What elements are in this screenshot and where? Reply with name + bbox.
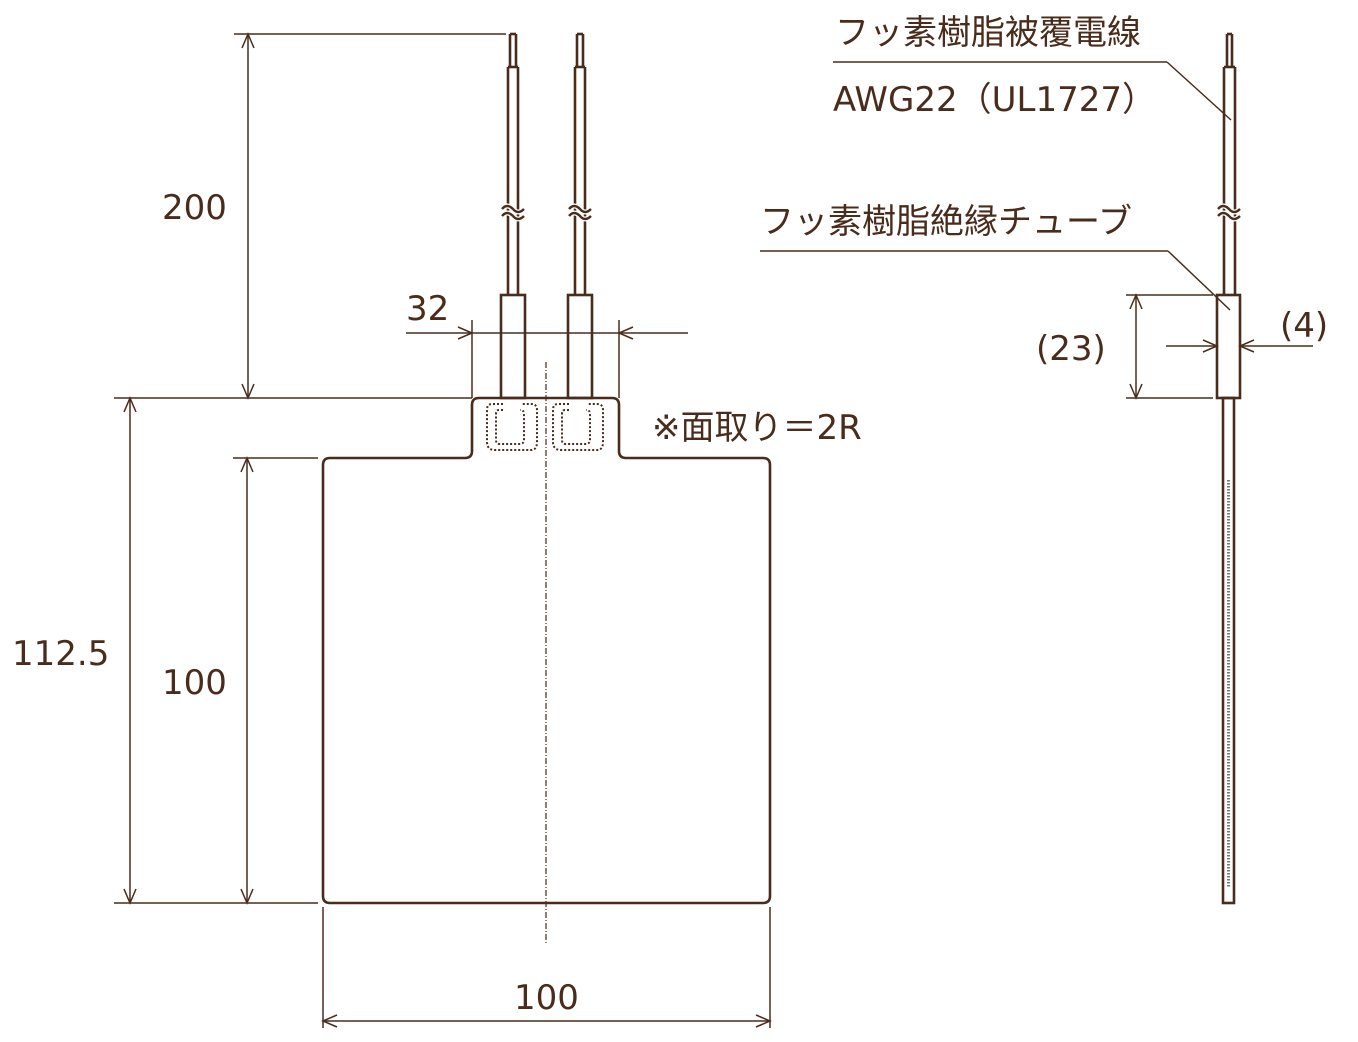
- tube-label: フッ素樹脂絶縁チューブ: [760, 202, 1132, 242]
- dim-tube-length: (23): [1036, 293, 1213, 400]
- heater-edge: [1221, 396, 1236, 905]
- dim-tube-length-label: (23): [1036, 329, 1106, 369]
- lead-wire-right: [566, 32, 594, 400]
- dim-body-width-label: 100: [514, 978, 579, 1018]
- dim-lead-length: 200: [162, 32, 506, 400]
- insulation-tube: [1215, 293, 1242, 400]
- terminal-left: [486, 403, 538, 451]
- break-mark-icon: [568, 204, 592, 221]
- leader-wire: フッ素樹脂被覆電線 AWG22（UL1727）: [833, 13, 1232, 121]
- dim-total-height: 112.5: [12, 396, 472, 905]
- dim-tube-span: 32: [406, 289, 688, 398]
- leader-tube: フッ素樹脂絶縁チューブ: [760, 202, 1231, 311]
- lead-wire-left: [499, 32, 527, 400]
- wire-spec: AWG22（UL1727）: [833, 80, 1156, 120]
- dim-body-height: 100: [162, 456, 318, 905]
- chamfer-note: ※面取り＝2R: [652, 408, 862, 448]
- dim-tube-diameter: (4): [1166, 306, 1328, 353]
- dim-body-height-label: 100: [162, 663, 227, 703]
- dim-tube-span-label: 32: [406, 289, 449, 329]
- dim-total-height-label: 112.5: [12, 634, 109, 674]
- dim-body-width: 100: [321, 907, 772, 1028]
- wire-label: フッ素樹脂被覆電線: [835, 13, 1141, 53]
- dim-tube-diameter-label: (4): [1280, 306, 1328, 346]
- side-view: [1215, 32, 1242, 905]
- dim-lead-length-label: 200: [162, 188, 227, 228]
- heater-body-outline: [321, 396, 772, 905]
- terminal-right: [552, 403, 604, 451]
- break-mark-icon: [1217, 204, 1241, 221]
